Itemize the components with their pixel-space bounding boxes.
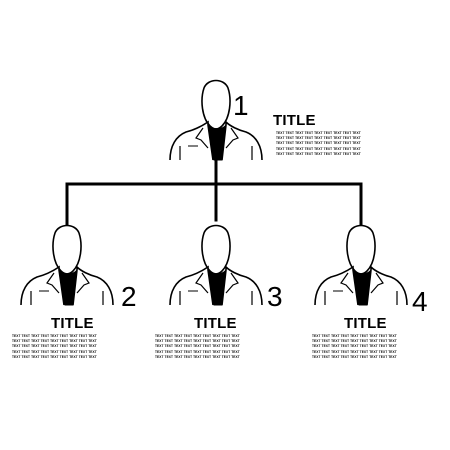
node-number-3: 3 <box>267 281 283 312</box>
node-body-line: TEXT TEXT TEXT TEXT TEXT TEXT TEXT TEXT … <box>312 354 397 359</box>
node-title-3: TITLE <box>194 315 237 332</box>
node-body-line: TEXT TEXT TEXT TEXT TEXT TEXT TEXT TEXT … <box>276 146 361 151</box>
node-body-line: TEXT TEXT TEXT TEXT TEXT TEXT TEXT TEXT … <box>312 344 397 349</box>
node-body-1: TEXT TEXT TEXT TEXT TEXT TEXT TEXT TEXT … <box>276 131 394 157</box>
node-body-4: TEXT TEXT TEXT TEXT TEXT TEXT TEXT TEXT … <box>312 334 430 360</box>
person-silhouette-icon <box>169 224 263 306</box>
node-body-line: TEXT TEXT TEXT TEXT TEXT TEXT TEXT TEXT … <box>155 334 240 338</box>
node-body-2: TEXT TEXT TEXT TEXT TEXT TEXT TEXT TEXT … <box>12 334 130 360</box>
node-body-line: TEXT TEXT TEXT TEXT TEXT TEXT TEXT TEXT … <box>12 339 97 344</box>
node-body-line: TEXT TEXT TEXT TEXT TEXT TEXT TEXT TEXT … <box>155 354 240 359</box>
node-body-line: TEXT TEXT TEXT TEXT TEXT TEXT TEXT TEXT … <box>12 344 97 349</box>
node-number-1: 1 <box>233 90 249 121</box>
node-body-line: TEXT TEXT TEXT TEXT TEXT TEXT TEXT TEXT … <box>12 334 97 338</box>
node-body-line: TEXT TEXT TEXT TEXT TEXT TEXT TEXT TEXT … <box>276 131 361 135</box>
node-title-1: TITLE <box>273 112 316 129</box>
person-silhouette-icon <box>20 224 114 306</box>
node-body-line: TEXT TEXT TEXT TEXT TEXT TEXT TEXT TEXT … <box>155 339 240 344</box>
node-body-line: TEXT TEXT TEXT TEXT TEXT TEXT TEXT TEXT … <box>276 151 361 156</box>
node-body-line: TEXT TEXT TEXT TEXT TEXT TEXT TEXT TEXT … <box>155 349 240 354</box>
node-number-4: 4 <box>412 286 428 317</box>
person-silhouette-icon <box>169 79 263 161</box>
node-body-line: TEXT TEXT TEXT TEXT TEXT TEXT TEXT TEXT … <box>312 334 397 338</box>
node-body-line: TEXT TEXT TEXT TEXT TEXT TEXT TEXT TEXT … <box>155 344 240 349</box>
node-body-line: TEXT TEXT TEXT TEXT TEXT TEXT TEXT TEXT … <box>276 136 361 141</box>
person-silhouette-icon <box>314 224 408 306</box>
node-body-line: TEXT TEXT TEXT TEXT TEXT TEXT TEXT TEXT … <box>12 354 97 359</box>
node-title-2: TITLE <box>51 315 94 332</box>
connector-lines <box>65 158 363 232</box>
node-body-line: TEXT TEXT TEXT TEXT TEXT TEXT TEXT TEXT … <box>312 349 397 354</box>
node-body-line: TEXT TEXT TEXT TEXT TEXT TEXT TEXT TEXT … <box>12 349 97 354</box>
node-title-4: TITLE <box>344 315 387 332</box>
node-number-2: 2 <box>121 281 137 312</box>
node-body-line: TEXT TEXT TEXT TEXT TEXT TEXT TEXT TEXT … <box>276 141 361 146</box>
node-body-3: TEXT TEXT TEXT TEXT TEXT TEXT TEXT TEXT … <box>155 334 273 360</box>
node-body-line: TEXT TEXT TEXT TEXT TEXT TEXT TEXT TEXT … <box>312 339 397 344</box>
